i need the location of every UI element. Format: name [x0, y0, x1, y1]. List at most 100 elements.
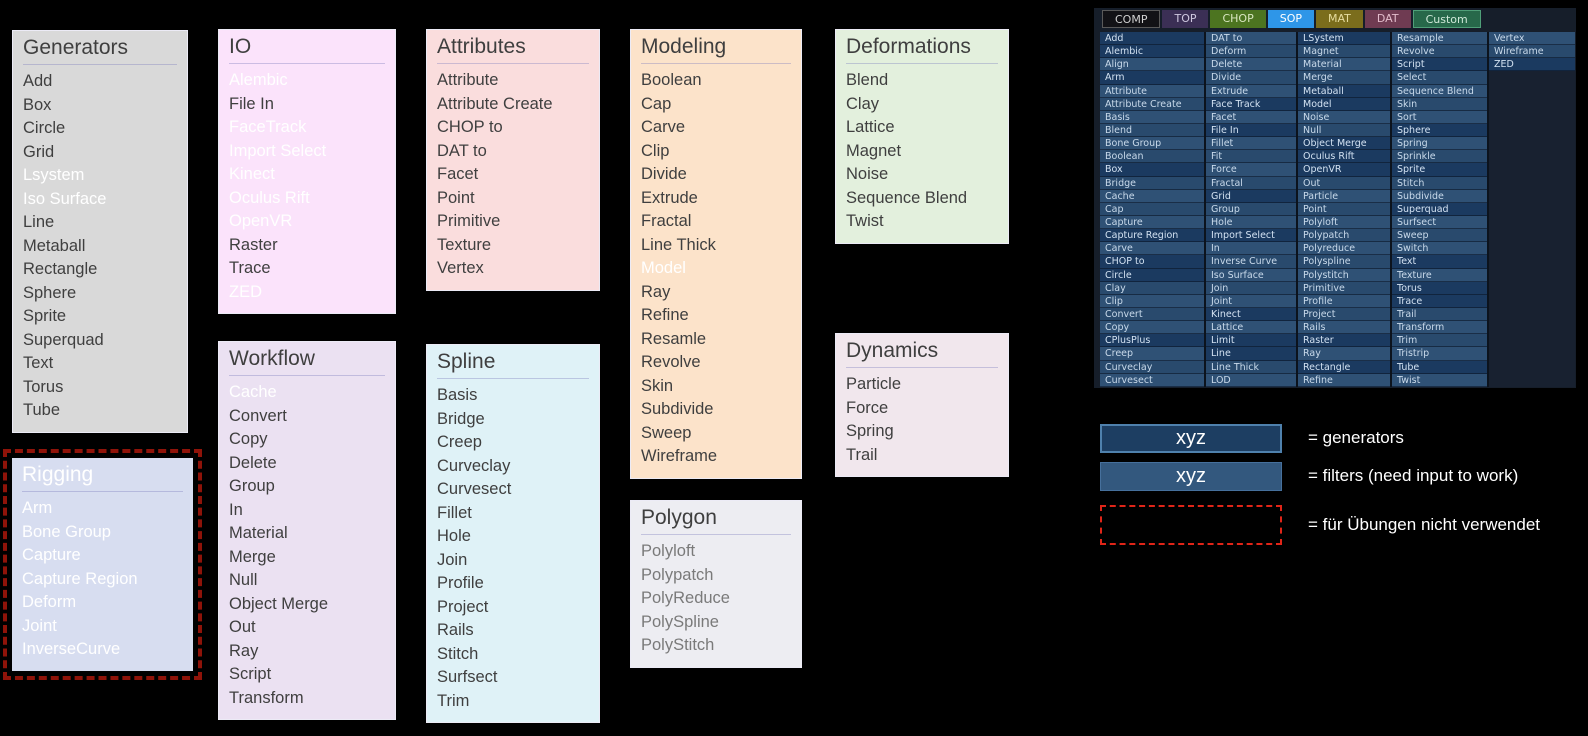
- op-cell[interactable]: Model: [1298, 97, 1390, 111]
- op-cell[interactable]: Tristrip: [1392, 347, 1487, 361]
- op-cell[interactable]: Switch: [1392, 242, 1487, 256]
- op-cell[interactable]: ZED: [1489, 58, 1575, 72]
- op-cell[interactable]: Trail: [1392, 307, 1487, 322]
- op-cell[interactable]: Carve: [1100, 242, 1204, 256]
- op-cell[interactable]: Attribute Create: [1100, 97, 1204, 111]
- op-cell[interactable]: Raster: [1298, 334, 1390, 348]
- op-cell[interactable]: CHOP to: [1100, 255, 1204, 269]
- op-cell[interactable]: Select: [1392, 71, 1487, 85]
- op-cell[interactable]: Null: [1298, 123, 1390, 138]
- op-cell[interactable]: Polyloft: [1298, 215, 1390, 230]
- op-cell[interactable]: Bridge: [1100, 176, 1204, 190]
- op-cell[interactable]: Sprite: [1392, 163, 1487, 177]
- op-cell[interactable]: Wireframe: [1489, 45, 1575, 59]
- op-cell[interactable]: Add: [1100, 32, 1204, 46]
- op-cell[interactable]: Sweep: [1392, 229, 1487, 243]
- op-cell[interactable]: Trim: [1392, 334, 1487, 348]
- op-cell[interactable]: Surfsect: [1392, 215, 1487, 230]
- op-cell[interactable]: Refine: [1298, 373, 1390, 387]
- op-cell[interactable]: File In: [1206, 123, 1296, 138]
- op-cell[interactable]: Particle: [1298, 189, 1390, 203]
- op-cell[interactable]: Transform: [1392, 321, 1487, 335]
- op-cell[interactable]: Sort: [1392, 110, 1487, 124]
- op-cell[interactable]: DAT to: [1206, 32, 1296, 46]
- op-cell[interactable]: Face Track: [1206, 97, 1296, 111]
- op-cell[interactable]: Trace: [1392, 294, 1487, 308]
- op-cell[interactable]: Clay: [1100, 281, 1204, 295]
- op-cell[interactable]: Polypatch: [1298, 229, 1390, 243]
- op-cell[interactable]: Twist: [1392, 373, 1487, 387]
- tab-comp[interactable]: COMP: [1102, 10, 1161, 28]
- op-cell[interactable]: Divide: [1206, 71, 1296, 85]
- op-cell[interactable]: Oculus Rift: [1298, 150, 1390, 164]
- op-cell[interactable]: LOD: [1206, 373, 1296, 387]
- op-cell[interactable]: Cache: [1100, 189, 1204, 203]
- op-cell[interactable]: LSystem: [1298, 32, 1390, 46]
- op-cell[interactable]: Extrude: [1206, 84, 1296, 98]
- op-cell[interactable]: Hole: [1206, 215, 1296, 230]
- op-cell[interactable]: Sprinkle: [1392, 150, 1487, 164]
- op-cell[interactable]: Fillet: [1206, 137, 1296, 151]
- op-cell[interactable]: Project: [1298, 307, 1390, 322]
- op-cell[interactable]: Noise: [1298, 110, 1390, 124]
- op-cell[interactable]: Convert: [1100, 307, 1204, 322]
- op-cell[interactable]: Sphere: [1392, 123, 1487, 138]
- tab-mat[interactable]: MAT: [1316, 10, 1363, 28]
- op-cell[interactable]: Lattice: [1206, 321, 1296, 335]
- op-cell[interactable]: Capture: [1100, 215, 1204, 230]
- op-cell[interactable]: Boolean: [1100, 150, 1204, 164]
- op-cell[interactable]: Force: [1206, 163, 1296, 177]
- op-cell[interactable]: Delete: [1206, 58, 1296, 72]
- op-cell[interactable]: Spring: [1392, 137, 1487, 151]
- op-cell[interactable]: Circle: [1100, 268, 1204, 282]
- op-cell[interactable]: Facet: [1206, 110, 1296, 124]
- op-cell[interactable]: Deform: [1206, 45, 1296, 59]
- op-cell[interactable]: Fractal: [1206, 176, 1296, 190]
- op-cell[interactable]: Resample: [1392, 32, 1487, 46]
- op-cell[interactable]: Rails: [1298, 321, 1390, 335]
- op-cell[interactable]: Creep: [1100, 347, 1204, 361]
- op-cell[interactable]: Curveclay: [1100, 360, 1204, 374]
- op-cell[interactable]: Inverse Curve: [1206, 255, 1296, 269]
- op-cell[interactable]: In: [1206, 242, 1296, 256]
- op-cell[interactable]: Polyreduce: [1298, 242, 1390, 256]
- op-cell[interactable]: Object Merge: [1298, 137, 1390, 151]
- op-cell[interactable]: Curvesect: [1100, 373, 1204, 387]
- op-cell[interactable]: Clip: [1100, 294, 1204, 308]
- op-cell[interactable]: Sequence Blend: [1392, 84, 1487, 98]
- op-cell[interactable]: Out: [1298, 176, 1390, 190]
- op-cell[interactable]: Capture Region: [1100, 229, 1204, 243]
- tab-dat[interactable]: DAT: [1364, 10, 1411, 28]
- op-cell[interactable]: Profile: [1298, 294, 1390, 308]
- op-cell[interactable]: Blend: [1100, 123, 1204, 138]
- op-cell[interactable]: Polystitch: [1298, 268, 1390, 282]
- op-cell[interactable]: Torus: [1392, 281, 1487, 295]
- tab-sop[interactable]: SOP: [1267, 10, 1315, 28]
- op-cell[interactable]: Vertex: [1489, 32, 1575, 46]
- op-cell[interactable]: Alembic: [1100, 45, 1204, 59]
- op-cell[interactable]: Magnet: [1298, 45, 1390, 59]
- op-cell[interactable]: Basis: [1100, 110, 1204, 124]
- op-cell[interactable]: Limit: [1206, 334, 1296, 348]
- op-cell[interactable]: Cap: [1100, 202, 1204, 216]
- op-cell[interactable]: Joint: [1206, 294, 1296, 308]
- op-cell[interactable]: Tube: [1392, 360, 1487, 374]
- op-cell[interactable]: Line: [1206, 347, 1296, 361]
- op-cell[interactable]: Polyspline: [1298, 255, 1390, 269]
- op-cell[interactable]: Attribute: [1100, 84, 1204, 98]
- op-cell[interactable]: Copy: [1100, 321, 1204, 335]
- op-cell[interactable]: Fit: [1206, 150, 1296, 164]
- op-cell[interactable]: OpenVR: [1298, 163, 1390, 177]
- op-cell[interactable]: CPlusPlus: [1100, 334, 1204, 348]
- op-cell[interactable]: Material: [1298, 58, 1390, 72]
- op-cell[interactable]: Metaball: [1298, 84, 1390, 98]
- op-cell[interactable]: Line Thick: [1206, 360, 1296, 374]
- op-cell[interactable]: Skin: [1392, 97, 1487, 111]
- tab-chop[interactable]: CHOP: [1210, 10, 1266, 28]
- op-cell[interactable]: Stitch: [1392, 176, 1487, 190]
- op-cell[interactable]: Subdivide: [1392, 189, 1487, 203]
- tab-custom[interactable]: Custom: [1412, 10, 1481, 28]
- op-cell[interactable]: Texture: [1392, 268, 1487, 282]
- op-cell[interactable]: Align: [1100, 58, 1204, 72]
- op-cell[interactable]: Primitive: [1298, 281, 1390, 295]
